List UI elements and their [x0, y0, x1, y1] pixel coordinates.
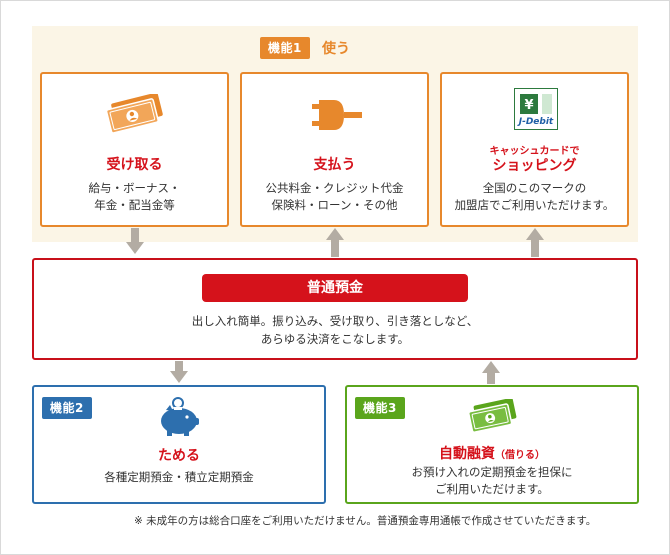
arrow-receive-to-main [126, 228, 144, 254]
cash-icon [105, 94, 163, 134]
ordinary-deposit-title: 普通預金 [202, 274, 468, 302]
usage-tag: 機能1 [260, 37, 310, 59]
arrow-main-to-shopping [526, 228, 544, 257]
card-pay-desc: 公共料金・クレジット代金 保険料・ローン・その他 [265, 181, 404, 212]
plug-icon [312, 100, 362, 130]
loan-title-row: 自動融資（借りる） [347, 443, 637, 463]
savings-desc: 各種定期預金・積立定期預金 [104, 470, 254, 484]
card-shopping-title: ショッピング [492, 158, 577, 174]
card-pay: 支払う 公共料金・クレジット代金 保険料・ローン・その他 [240, 72, 429, 227]
card-receive-desc: 給与・ボーナス・ 年金・配当金等 [88, 181, 181, 212]
arrow-main-to-savings [170, 361, 188, 383]
ordinary-deposit-box: 普通預金 出し入れ簡単。振り込み、受け取り、引き落としなど、 あらゆる決済をこな… [32, 258, 638, 360]
card-shopping: ¥ J-Debit キャッシュカードで ショッピング 全国のこのマークの 加盟店… [440, 72, 629, 227]
loan-title: 自動融資 [439, 446, 495, 462]
card-receive-title: 受け取る [106, 157, 163, 173]
j-debit-logo: ¥ J-Debit [514, 88, 558, 130]
ordinary-deposit-desc: 出し入れ簡単。振り込み、受け取り、引き落としなど、 あらゆる決済をこなします。 [191, 314, 479, 346]
svg-text:¥: ¥ [524, 98, 533, 113]
card-shopping-desc: 全国のこのマークの 加盟店でご利用いただけます。 [454, 181, 615, 212]
card-pay-title: 支払う [313, 157, 356, 173]
savings-title: ためる [158, 448, 200, 464]
footnote: ※ 未成年の方は総合口座をご利用いただけません。普通預金専用通帳で作成させていた… [134, 515, 597, 527]
card-receive: 受け取る 給与・ボーナス・ 年金・配当金等 [40, 72, 229, 227]
cash-icon [468, 399, 517, 433]
loan-desc: お預け入れの定期預金を担保に ご利用いただけます。 [411, 465, 573, 496]
card-shopping-subtitle: キャッシュカードで [489, 146, 580, 157]
loan-box: 機能3 自動融資（借りる） お預け入れの定期預金を担保に ご利用いただけます。 [345, 385, 639, 504]
arrow-loan-to-main [482, 361, 500, 384]
savings-box: 機能2 ためる 各種定期預金・積立定期預金 [32, 385, 326, 504]
yen-mark-icon: ¥ [520, 94, 552, 114]
usage-title: 使う [322, 41, 350, 57]
arrow-main-to-pay [326, 228, 344, 257]
loan-title-note: （借りる） [495, 450, 545, 461]
loan-tag: 機能3 [355, 397, 405, 419]
piggy-bank-icon [161, 397, 199, 436]
j-debit-logo-text: J-Debit [518, 117, 554, 127]
savings-tag: 機能2 [42, 397, 92, 419]
